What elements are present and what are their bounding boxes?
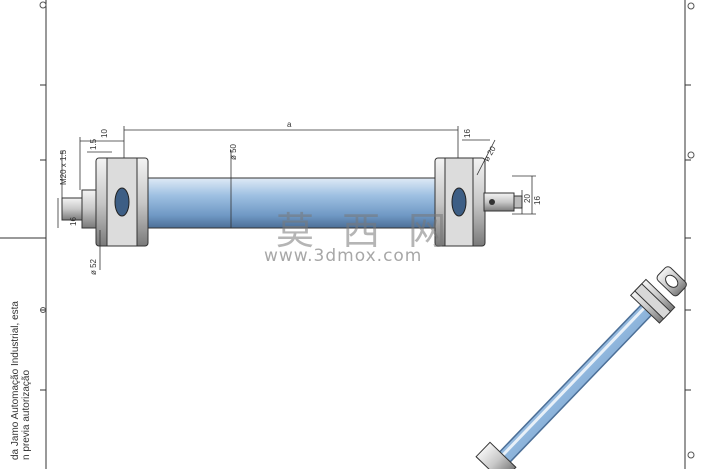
dim-left-2: 1.5 <box>89 138 98 150</box>
watermark-chinese: 莫 西 网 <box>276 209 455 253</box>
dim-right-2: ø 20 <box>482 144 498 163</box>
side-note: da Jamo Automação Industrial, esta n pre… <box>10 230 32 460</box>
dim-right-1: 16 <box>463 129 472 138</box>
side-note-line-2: n previa autorização <box>21 369 32 460</box>
dim-left-1: 10 <box>100 129 109 138</box>
dimension-lines <box>57 126 536 270</box>
dim-right-4: 16 <box>533 196 542 205</box>
dim-rod-diameter: ø 50 <box>229 143 238 160</box>
watermark-url: www.3dmox.com <box>264 246 423 266</box>
cylinder-side-view <box>61 157 523 247</box>
side-note-line-1: da Jamo Automação Industrial, esta <box>10 301 21 460</box>
dim-small-1: 16 <box>69 217 78 226</box>
dim-length: a <box>287 120 292 129</box>
dim-right-3: 20 <box>523 194 532 203</box>
cylinder-isometric-view <box>475 266 687 469</box>
dim-thread: M20 x 1.5 <box>59 149 68 185</box>
dim-small-2: ø 52 <box>89 258 98 275</box>
